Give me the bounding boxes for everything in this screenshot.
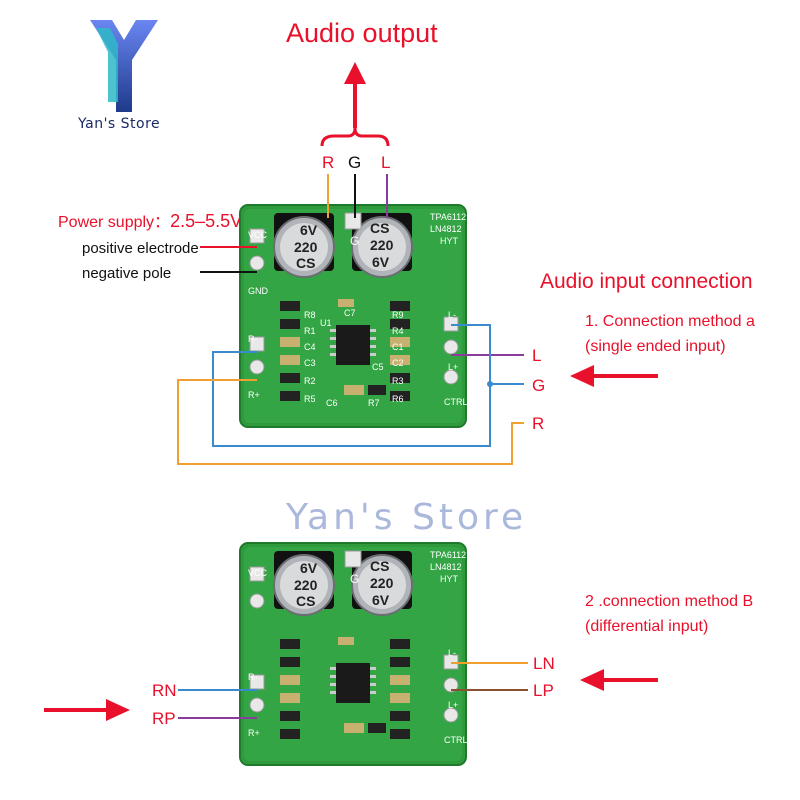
audio-input-title: Audio input connection bbox=[540, 270, 753, 293]
method-a-pin-g: G bbox=[532, 376, 545, 395]
watermark: Yan's Store bbox=[286, 497, 528, 538]
power-supply-label: Power supply：2.5–5.5V bbox=[58, 208, 242, 232]
method-a-subtitle: (single ended input) bbox=[585, 338, 726, 355]
part-c2: C2 bbox=[392, 358, 404, 368]
b2-pad-r-plus-label: R+ bbox=[248, 728, 260, 738]
method-a-wire-g bbox=[212, 324, 491, 447]
power-supply-text: Power supply： bbox=[58, 214, 171, 231]
cap-left-line3: CS bbox=[296, 255, 315, 271]
method-b-subtitle: (differential input) bbox=[585, 618, 709, 635]
b2-cap-right-line3: 6V bbox=[372, 592, 390, 608]
brand-label: HYT bbox=[440, 236, 459, 246]
b2-cap-right-line1: CS bbox=[370, 558, 389, 574]
part-c7: C7 bbox=[344, 308, 356, 318]
pad-g-label: G bbox=[350, 234, 359, 248]
part-r9: R9 bbox=[392, 310, 404, 320]
method-b-pin-ln: LN bbox=[533, 654, 555, 673]
cap-right-line3: 6V bbox=[372, 254, 390, 270]
output-pin-r: R bbox=[322, 153, 334, 172]
b2-cap-left-line3: CS bbox=[296, 593, 315, 609]
method-a-wire-r bbox=[177, 379, 524, 465]
pad-l-minus-label: L- bbox=[448, 310, 456, 320]
part-r1: R1 bbox=[304, 326, 316, 336]
method-b-arrow-right-head bbox=[580, 669, 604, 691]
part-r7: R7 bbox=[368, 398, 380, 408]
method-b-pin-rn: RN bbox=[152, 681, 177, 700]
part-r6: R6 bbox=[392, 394, 404, 404]
b2-chip-label-2: LN4812 bbox=[430, 562, 462, 572]
logo-icon bbox=[90, 20, 158, 112]
pad-l-plus-label: L+ bbox=[448, 362, 458, 372]
b2-cap-right-line2: 220 bbox=[370, 575, 394, 591]
chip-label-2: LN4812 bbox=[430, 224, 462, 234]
method-a-pin-r: R bbox=[532, 414, 544, 433]
pad-vcc-label: VCC bbox=[248, 230, 268, 240]
b2-pad-l-plus-label: L+ bbox=[448, 700, 458, 710]
method-b-arrow-left-head bbox=[106, 699, 130, 721]
store-name: Yan's Store bbox=[78, 116, 161, 132]
part-u1: U1 bbox=[320, 318, 332, 328]
method-a-junction bbox=[487, 381, 493, 387]
part-c1: C1 bbox=[392, 342, 404, 352]
method-b-pin-lp: LP bbox=[533, 681, 554, 700]
part-r2: R2 bbox=[304, 376, 316, 386]
method-a-title: 1. Connection method a bbox=[585, 313, 755, 330]
part-r3: R3 bbox=[392, 376, 404, 386]
pad-ctrl-label: CTRL bbox=[444, 397, 468, 407]
positive-electrode-label: positive electrode bbox=[82, 240, 199, 257]
output-pin-l: L bbox=[381, 153, 390, 172]
part-c4: C4 bbox=[304, 342, 316, 352]
part-c3: C3 bbox=[304, 358, 316, 368]
cap-left-line1: 6V bbox=[300, 222, 318, 238]
b2-pad-l-minus-label: L- bbox=[448, 648, 456, 658]
pad-r-plus-label: R+ bbox=[248, 390, 260, 400]
part-r4: R4 bbox=[392, 326, 404, 336]
part-r8: R8 bbox=[304, 310, 316, 320]
b2-cap-left-line1: 6V bbox=[300, 560, 318, 576]
b2-chip-label-1: TPA6112 bbox=[430, 550, 466, 560]
method-a-pin-l: L bbox=[532, 346, 541, 365]
pad-r-minus-label: R- bbox=[248, 334, 258, 344]
chip-label-1: TPA6112 bbox=[430, 212, 466, 222]
part-c5: C5 bbox=[372, 362, 384, 372]
part-r5: R5 bbox=[304, 394, 316, 404]
b2-pad-g-label: G bbox=[350, 572, 359, 586]
store-logo bbox=[88, 18, 160, 114]
b2-pad-vcc-label: VCC bbox=[248, 568, 268, 578]
method-b-title: 2 .connection method B bbox=[585, 593, 754, 610]
output-brace bbox=[320, 127, 390, 147]
b2-pad-ctrl-label: CTRL bbox=[444, 735, 468, 745]
pad-gnd-label: GND bbox=[248, 286, 269, 296]
method-a-arrow-head bbox=[570, 365, 594, 387]
part-c6: C6 bbox=[326, 398, 338, 408]
audio-output-title: Audio output bbox=[286, 18, 438, 48]
negative-pole-label: negative pole bbox=[82, 265, 172, 282]
output-arrow-head bbox=[344, 62, 366, 84]
cap-right-line2: 220 bbox=[370, 237, 394, 253]
b2-cap-left-line2: 220 bbox=[294, 577, 318, 593]
b2-brand-label: HYT bbox=[440, 574, 459, 584]
method-b-pin-rp: RP bbox=[152, 709, 176, 728]
output-pin-g: G bbox=[348, 153, 361, 172]
b2-pad-r-minus-label: R- bbox=[248, 672, 258, 682]
power-voltage: 2.5–5.5V bbox=[170, 211, 243, 231]
cap-right-line1: CS bbox=[370, 220, 389, 236]
cap-left-line2: 220 bbox=[294, 239, 318, 255]
